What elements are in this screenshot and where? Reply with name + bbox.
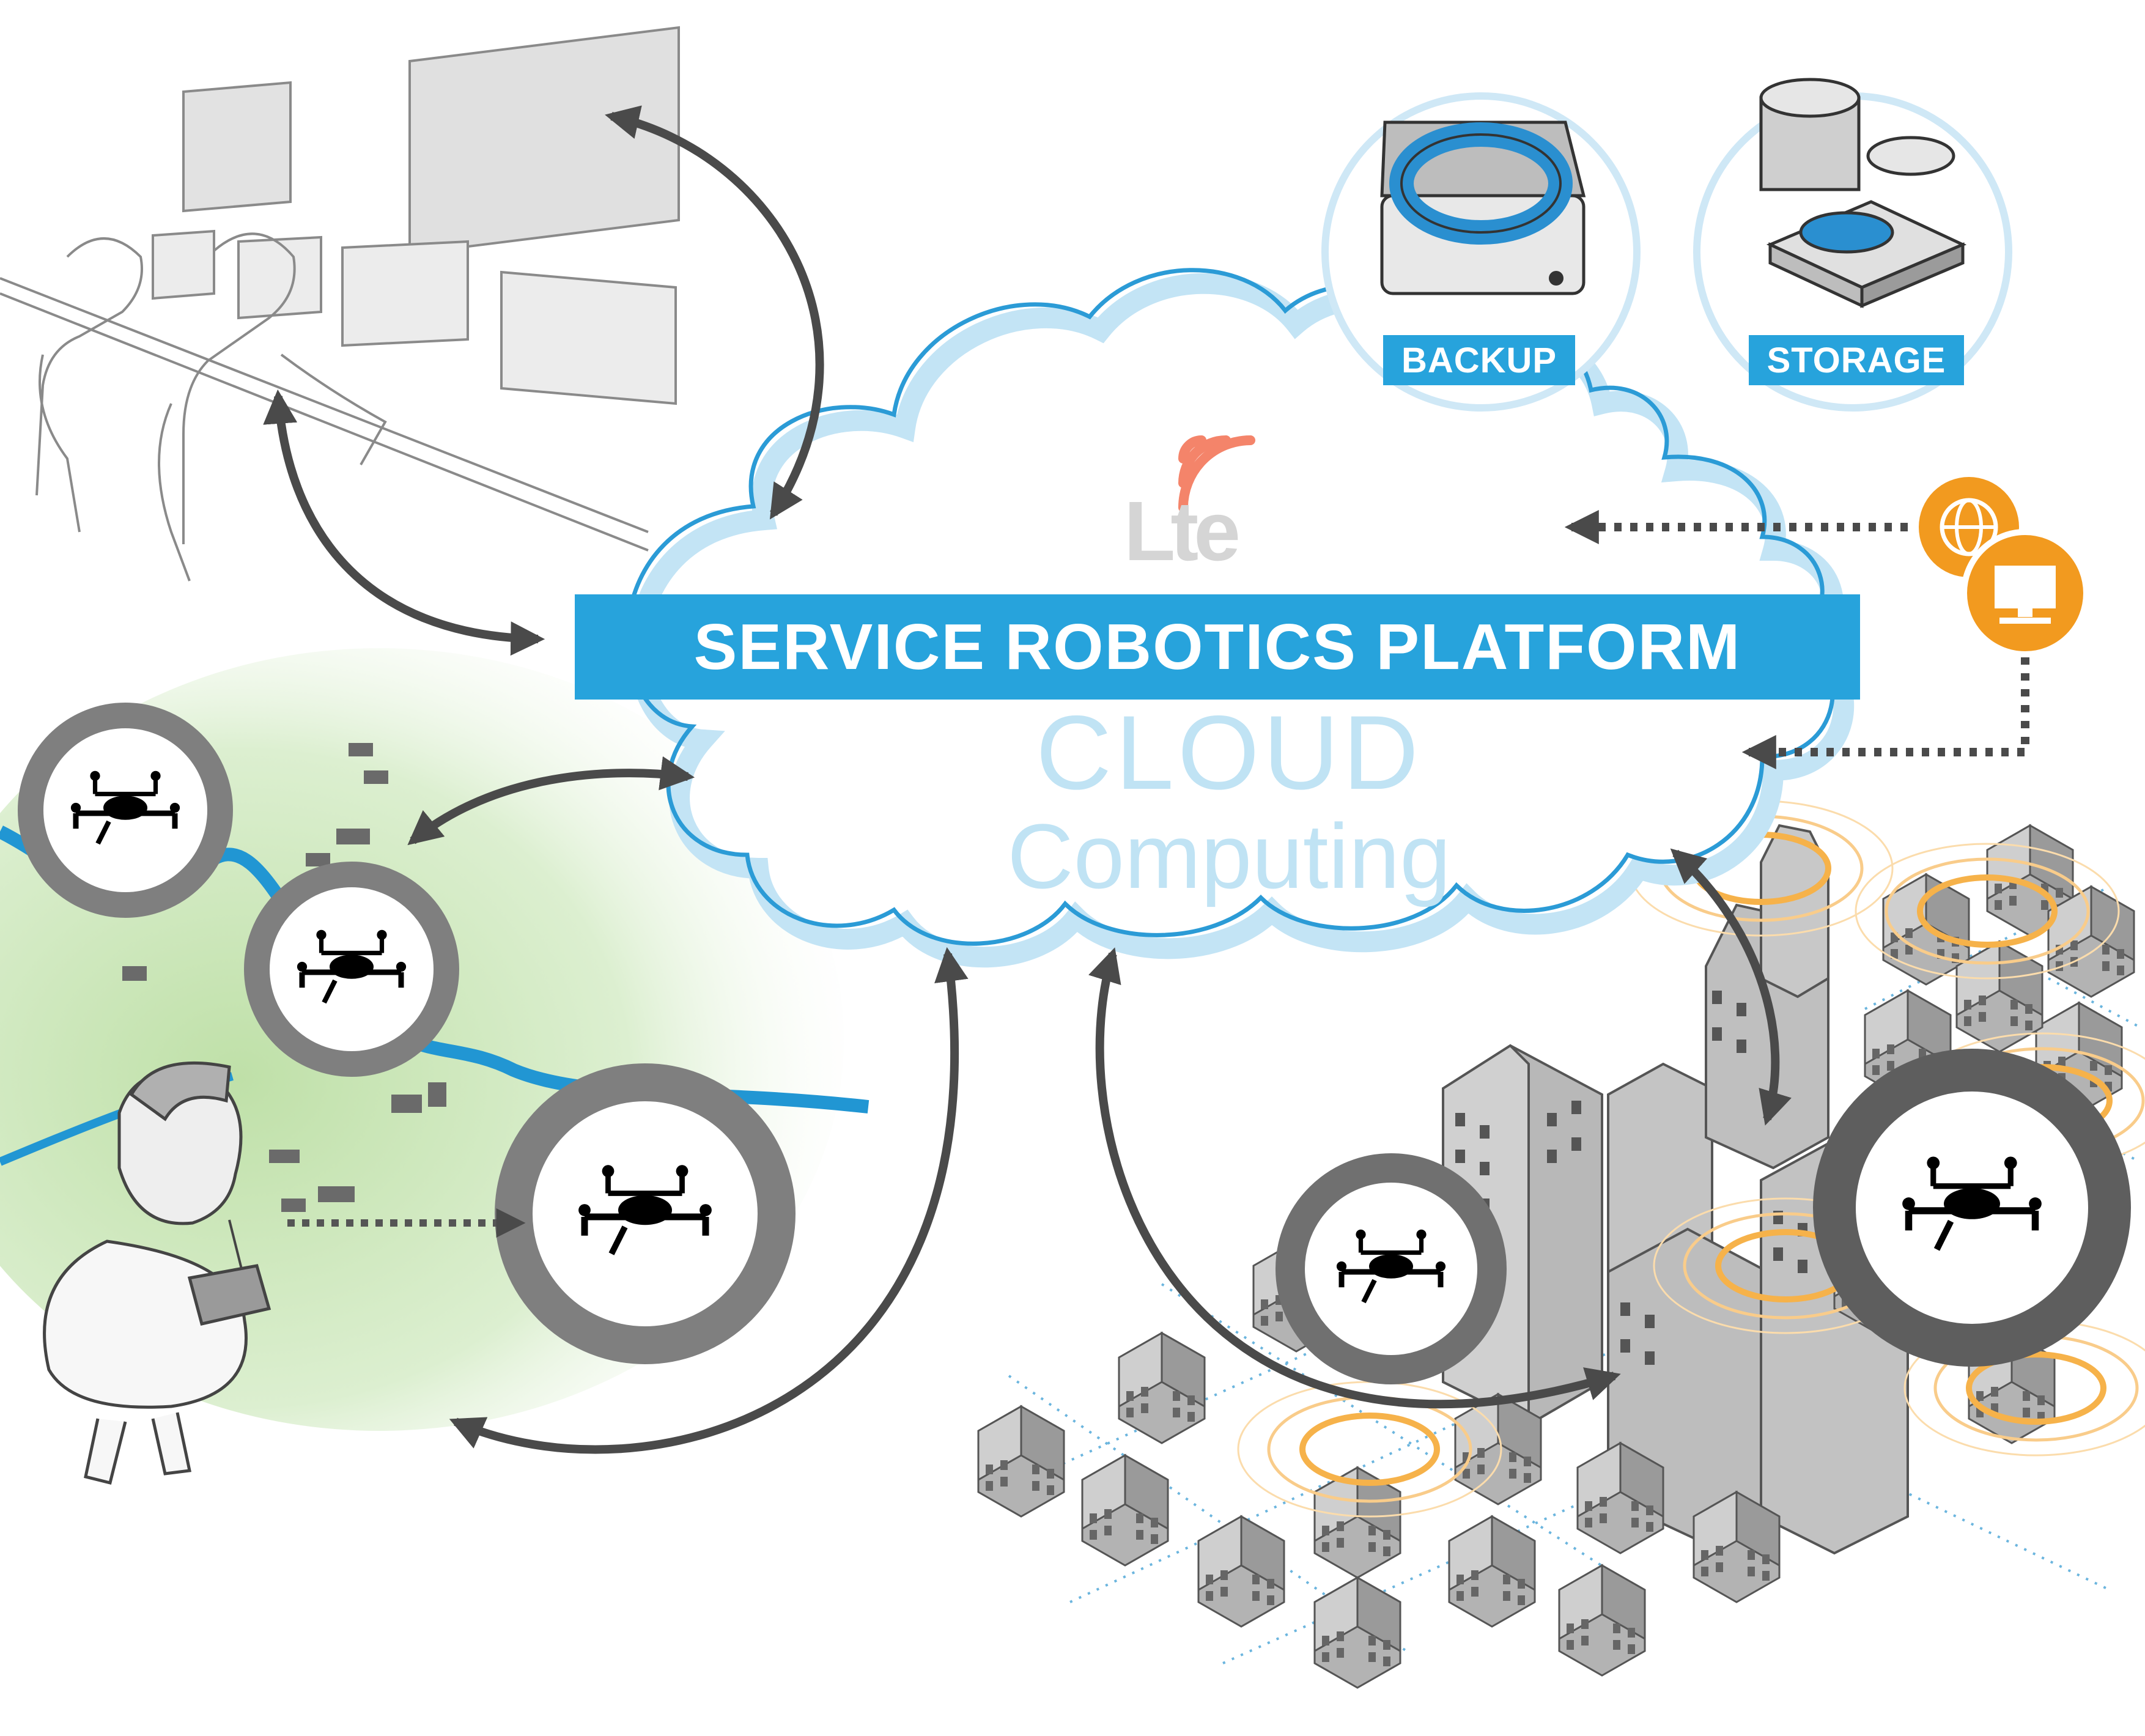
computing-label: Computing [1007, 805, 1451, 907]
drone-map-1 [18, 703, 233, 918]
platform-title: SERVICE ROBOTICS PLATFORM [693, 610, 1741, 683]
platform-title-banner: SERVICE ROBOTICS PLATFORM [575, 594, 1860, 700]
drone-operator-figure [43, 1061, 271, 1485]
backup-icon [1321, 92, 1641, 412]
drone-city-1 [1276, 1153, 1507, 1384]
drone-map-3 [495, 1063, 796, 1364]
drone-map-2 [244, 862, 459, 1077]
storage-icon [1693, 78, 2012, 412]
storage-label: STORAGE [1749, 335, 1964, 385]
computer-icon [1961, 529, 2089, 657]
cloud-label: CLOUD [1035, 694, 1423, 811]
drone-city-2 [1813, 1049, 2131, 1367]
lte-logo: Lte [1124, 484, 1241, 578]
lte-signal-icon [1178, 435, 1255, 512]
connection-arrows [263, 105, 1792, 1454]
backup-label: BACKUP [1383, 335, 1575, 385]
control-room-illustration [0, 26, 680, 582]
